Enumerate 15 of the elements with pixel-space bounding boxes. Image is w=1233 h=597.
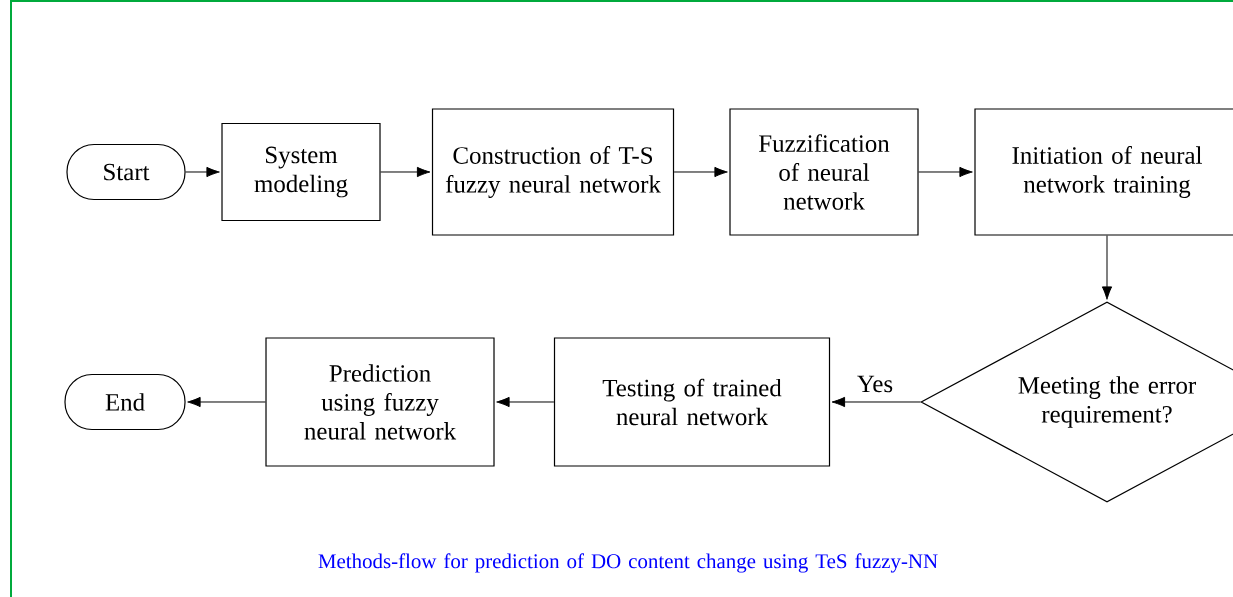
arrow — [380, 166, 431, 178]
arrow — [1101, 235, 1113, 300]
caption: Methods-flow for prediction of DO content change using TeS fuzzy-NN — [318, 553, 938, 573]
process-box: Construction of T-S fuzzy neural network — [431, 108, 675, 236]
arrow — [831, 396, 921, 408]
process-box: Initiation of neural network training — [974, 108, 1233, 236]
process-box: Prediction using fuzzy neural network — [265, 337, 495, 467]
process-box: Fuzzification of neural network — [729, 108, 919, 236]
arrow — [673, 166, 728, 178]
process-box: System modeling — [221, 122, 381, 222]
process-box: Testing of trained neural network — [553, 337, 831, 467]
arrow — [496, 396, 555, 408]
arrow — [187, 396, 266, 408]
arrow — [918, 166, 973, 178]
arrow — [185, 166, 220, 178]
